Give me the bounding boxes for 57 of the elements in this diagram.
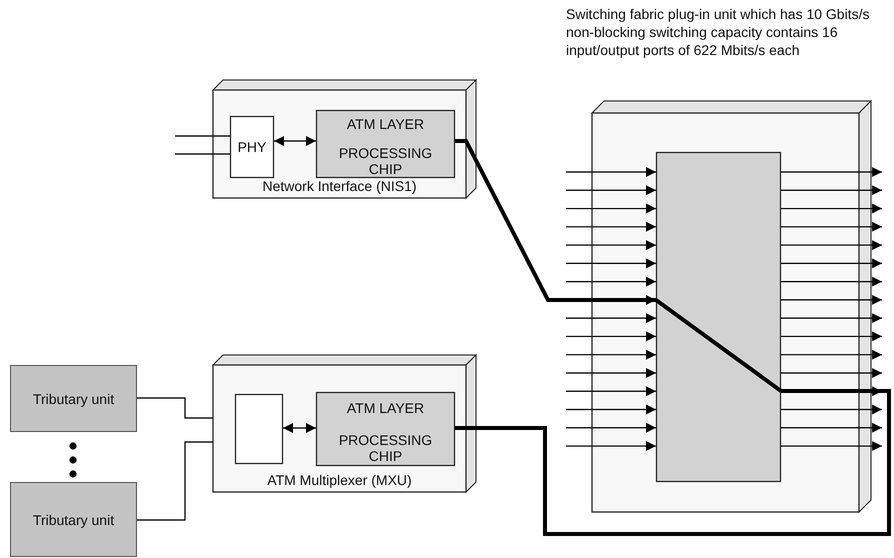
processing-chip	[316, 392, 455, 466]
arrow	[566, 185, 656, 196]
arrow	[566, 313, 656, 324]
arrow	[781, 258, 882, 268]
unit-label: Tributary unit	[32, 512, 114, 528]
connector-line	[175, 153, 230, 155]
arrow	[781, 185, 882, 196]
arrow	[566, 240, 656, 250]
arrow	[566, 167, 656, 177]
arrow	[566, 350, 656, 360]
unit-label: Network Interface (NIS1)	[262, 178, 417, 194]
arrow	[781, 204, 882, 214]
unit-label: Tributary unit	[32, 390, 114, 406]
tributary-unit	[10, 482, 137, 557]
arrow	[566, 204, 656, 214]
unit-label: ATM Multiplexer (MXU)	[267, 472, 412, 488]
chip-label: PROCESSING CHIP	[338, 432, 434, 464]
arrow	[566, 276, 656, 287]
switch-core	[656, 152, 781, 482]
interface-block	[235, 394, 283, 464]
arrow	[781, 368, 882, 378]
connector-line	[137, 441, 213, 521]
chip-label: PROCESSING CHIP	[338, 144, 434, 176]
network-interface-unit	[213, 80, 476, 198]
block-label: PHY	[238, 139, 266, 155]
arrow	[781, 331, 882, 342]
arrow	[781, 422, 882, 433]
arrow	[781, 350, 882, 360]
unit-caption: Switching fabric plug-in unit which has 10 Gbits/s non-blocking switching capacity contains 16 input/output ports of 622 Mbits/s each	[566, 5, 870, 59]
arrow	[566, 258, 656, 268]
arrow	[566, 441, 656, 452]
arrow	[781, 276, 882, 287]
arrow	[566, 386, 656, 396]
chip-label: ATM LAYER	[346, 400, 424, 416]
arrow	[566, 222, 656, 232]
connector-line	[455, 389, 891, 536]
arrow	[781, 313, 882, 324]
arrow	[566, 331, 656, 342]
arrow	[781, 441, 882, 452]
arrow	[781, 222, 882, 232]
arrow	[781, 167, 882, 177]
atm-multiplexer-unit	[213, 355, 476, 492]
arrow	[566, 368, 656, 378]
phy-block	[230, 116, 274, 178]
arrow	[566, 422, 656, 433]
arrow	[781, 404, 882, 414]
arrow	[455, 139, 656, 305]
arrow	[566, 404, 656, 414]
connector-line	[137, 397, 213, 419]
connector-line	[175, 135, 230, 137]
arrow	[283, 423, 316, 433]
tributary-unit	[10, 365, 137, 432]
arrow	[781, 294, 882, 305]
arrow	[781, 240, 882, 250]
chip-label: ATM LAYER	[346, 116, 424, 132]
processing-chip	[316, 110, 455, 178]
arrow	[274, 136, 316, 146]
